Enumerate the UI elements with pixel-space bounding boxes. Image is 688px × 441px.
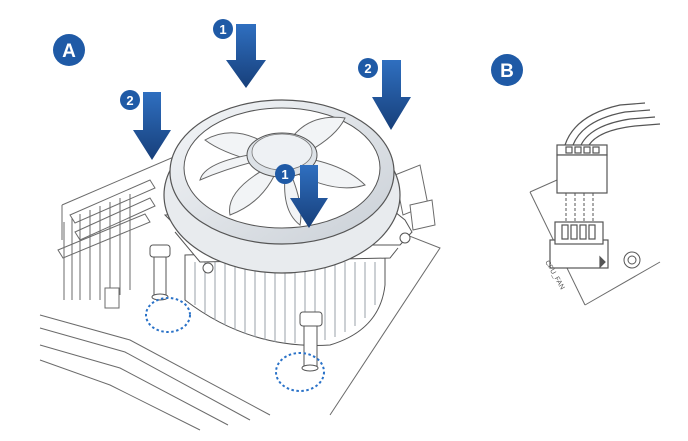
mounting-hole-highlight-left [145,297,191,333]
step-number: 1 [219,22,226,37]
cpu-fan [163,99,401,274]
step-number: 2 [126,93,133,108]
panel-label-text: A [62,41,76,62]
cpu-fan-header [549,221,609,269]
step-number: 1 [281,167,288,182]
push-pin-left [149,244,171,301]
step-badge-right: 2 [358,58,378,78]
mounting-hole [623,251,641,269]
arrow-push-right [372,60,411,130]
panel-a-label: A [53,34,85,66]
arrow-push-left [133,92,171,160]
panel-b-label: B [491,54,523,86]
step-number: 2 [364,61,371,76]
arrow-push-front [226,24,266,88]
arrow-push-center [290,165,328,228]
step-badge-left: 2 [120,90,140,110]
fan-cable-connector [556,144,608,194]
mounting-hole-highlight-front [275,352,325,392]
panel-a: 1 2 2 1 A [39,19,441,431]
panel-label-text: B [500,61,514,82]
fan-cable [564,102,661,146]
memory-slots [57,179,156,309]
alignment-guides [565,193,594,222]
step-badge-front: 1 [213,19,233,39]
dimm-rails [39,314,271,431]
step-badge-center: 1 [275,164,295,184]
panel-b: CPU_FAN B [491,54,661,306]
rear-io [394,164,436,231]
